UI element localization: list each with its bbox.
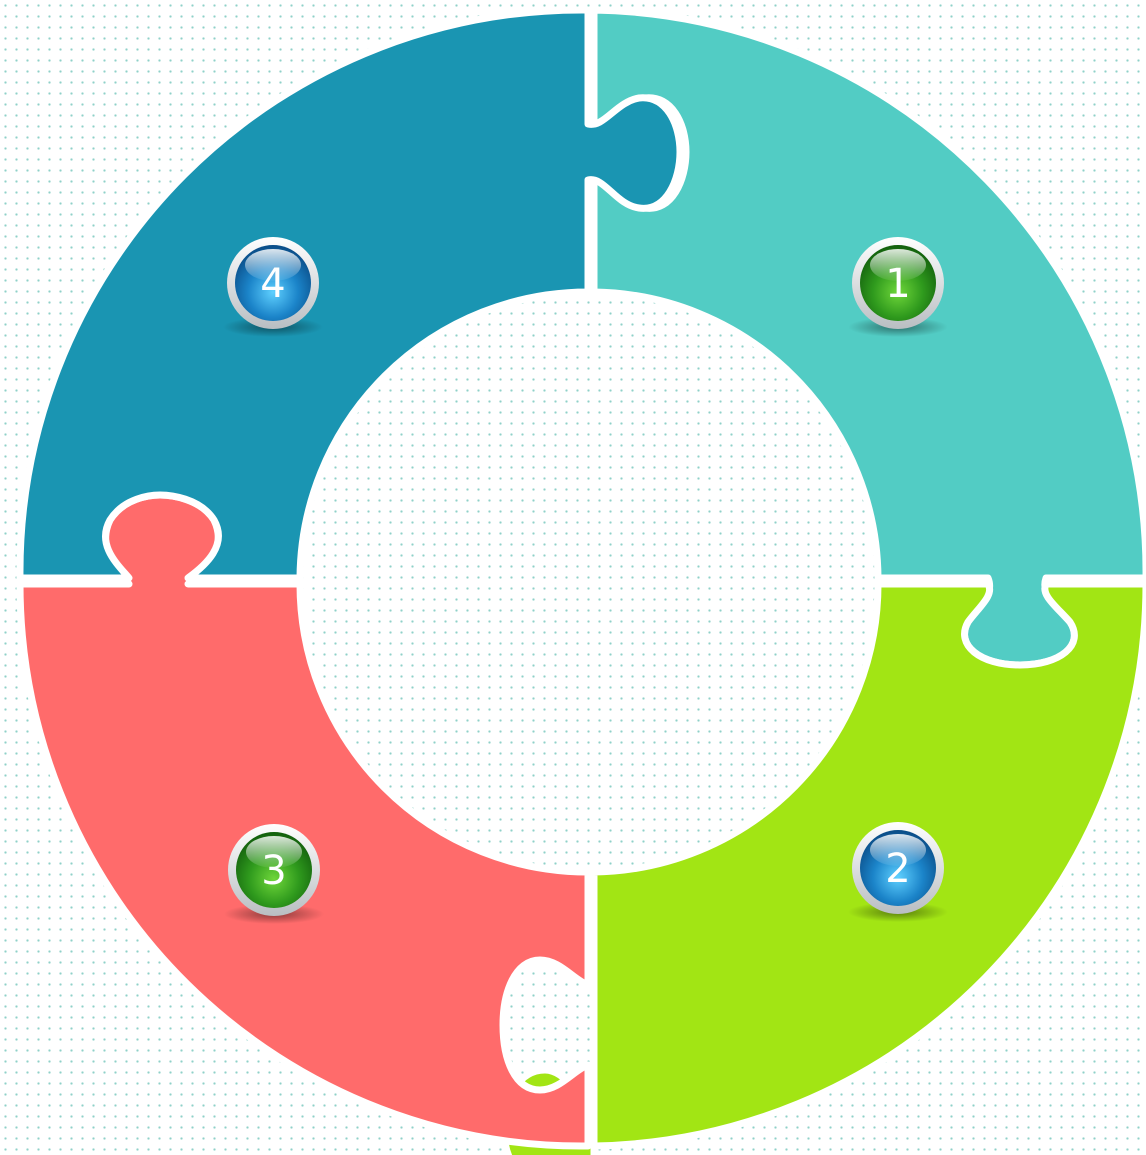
puzzle-piece-1	[590, 6, 1146, 669]
step-3-badge: 3	[224, 824, 324, 924]
step-1-badge: 1	[848, 237, 948, 337]
badge-gloss	[246, 836, 302, 868]
puzzle-piece-4	[16, 6, 684, 582]
puzzle-piece-3	[16, 491, 592, 1150]
badge-gloss	[245, 249, 301, 281]
step-4-badge: 4	[223, 237, 323, 337]
badge-gloss	[870, 249, 926, 281]
step-3-number: 3	[261, 848, 286, 894]
step-1-number: 1	[885, 261, 910, 307]
step-4-number: 4	[260, 261, 285, 307]
step-2-badge: 2	[848, 822, 948, 922]
puzzle-piece-2	[500, 580, 1146, 1155]
badge-gloss	[870, 834, 926, 866]
step-2-number: 2	[885, 846, 910, 892]
